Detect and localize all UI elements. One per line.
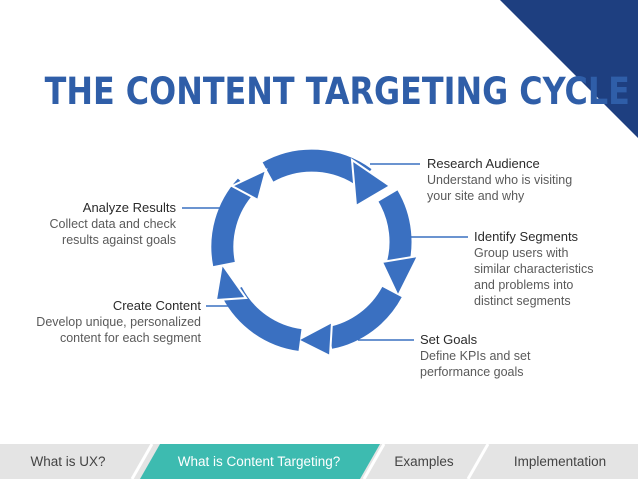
nav-tab-implementation[interactable]: Implementation bbox=[513, 454, 607, 469]
arrow-head-icon bbox=[214, 261, 248, 302]
step-analyze-results: Analyze Results Collect data and check r… bbox=[50, 200, 176, 248]
arrow-head-icon bbox=[295, 320, 334, 358]
step-description: your site and why bbox=[427, 189, 525, 203]
nav-tab-content-targeting[interactable]: What is Content Targeting? bbox=[177, 454, 341, 469]
nav-tab-what-is-ux[interactable]: What is UX? bbox=[30, 454, 106, 469]
nav-active-highlight bbox=[140, 444, 380, 479]
step-description: results against goals bbox=[62, 233, 176, 247]
page-title: THE CONTENT TARGETING CYCLE bbox=[44, 70, 630, 113]
step-heading: Set Goals bbox=[420, 332, 478, 347]
step-description: and problems into bbox=[474, 278, 574, 292]
nav-bar bbox=[0, 444, 638, 479]
step-description: Define KPIs and set bbox=[420, 349, 531, 363]
arrow-head-icon bbox=[380, 254, 420, 299]
step-heading: Create Content bbox=[112, 298, 201, 313]
step-description: Develop unique, personalized bbox=[36, 315, 201, 329]
step-description: similar characteristics bbox=[474, 262, 594, 276]
step-research-audience: Research Audience Understand who is visi… bbox=[427, 156, 572, 204]
step-description: performance goals bbox=[420, 365, 524, 379]
step-heading: Research Audience bbox=[427, 156, 540, 171]
arrow-head-icon bbox=[350, 157, 392, 208]
arrow-head-icon bbox=[229, 168, 268, 202]
cycle-arrows bbox=[211, 149, 420, 358]
step-heading: Identify Segments bbox=[474, 229, 579, 244]
nav-tab-examples[interactable]: Examples bbox=[394, 454, 454, 469]
step-description: Group users with bbox=[474, 246, 569, 260]
step-description: Understand who is visiting bbox=[427, 173, 573, 187]
step-description: Collect data and check bbox=[49, 217, 176, 231]
step-description: distinct segments bbox=[474, 294, 571, 308]
step-identify-segments: Identify Segments Group users with simil… bbox=[474, 229, 593, 309]
step-set-goals: Set Goals Define KPIs and set performanc… bbox=[420, 332, 530, 380]
step-description: content for each segment bbox=[59, 331, 201, 345]
step-create-content: Create Content Develop unique, personali… bbox=[36, 298, 201, 346]
step-heading: Analyze Results bbox=[82, 200, 176, 215]
